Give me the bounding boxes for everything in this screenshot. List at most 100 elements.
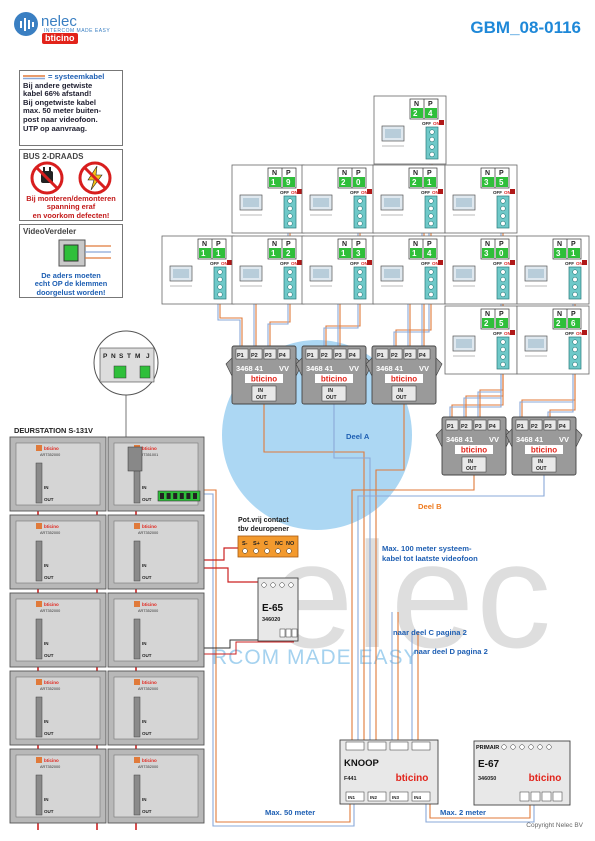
- verdeler-note: VideoVerdeler De aders moeten echt OP de…: [19, 224, 123, 298]
- bus-warning-line: en voorkom defecten!: [32, 210, 110, 220]
- module-connector: [35, 540, 43, 582]
- address-n-dip: [410, 177, 422, 187]
- module-brand: bticino: [44, 524, 59, 529]
- address-p-value: 0: [356, 178, 361, 187]
- on-label: ON: [504, 190, 511, 195]
- module-in-label: IN: [44, 641, 49, 646]
- address-p-value: 9: [286, 178, 291, 187]
- potvrij-line1: Pot.vrij contact: [238, 517, 289, 524]
- system-cable: [357, 475, 545, 740]
- screen-glass: [243, 198, 259, 207]
- off-label: OFF: [565, 261, 574, 266]
- distributor-port-label: P2: [531, 424, 538, 430]
- verdeler-warning-line: De aders moeten: [41, 271, 101, 280]
- address-n-value: 3: [484, 178, 489, 187]
- module-out-label: OUT: [44, 809, 54, 814]
- terminal-block: [496, 266, 510, 300]
- system-cable: [547, 372, 574, 420]
- address-p-dip: [568, 318, 580, 328]
- module-in-label: IN: [142, 641, 147, 646]
- terminal-screw: [428, 284, 434, 290]
- module-out-label: OUT: [142, 809, 152, 814]
- address-p-label: P: [499, 170, 504, 177]
- address-p-dip: [496, 248, 508, 258]
- distributor-port-label: P2: [391, 353, 398, 359]
- termination-switch: [510, 330, 515, 335]
- distributor-port: [515, 419, 529, 431]
- distributor-port: [319, 348, 333, 360]
- termination-switch: [582, 330, 587, 335]
- address-n-value: 3: [556, 249, 561, 258]
- distributor-out-label: OUT: [326, 395, 337, 401]
- module-code: ART352000: [138, 687, 158, 691]
- terminal-pin: [193, 493, 197, 499]
- e67-terminal: [519, 744, 525, 750]
- terminal-screw: [572, 269, 578, 275]
- relay-terminal-label: C: [264, 541, 268, 547]
- termination-switch: [438, 260, 443, 265]
- distributor-in-label: IN: [398, 388, 403, 394]
- terminal-screw: [357, 198, 363, 204]
- max2-label: Max. 2 meter: [440, 808, 487, 817]
- module-connector: [133, 618, 141, 660]
- module-brand: bticino: [142, 758, 157, 763]
- terminal-screw: [287, 205, 293, 212]
- terminal-screw: [287, 284, 293, 290]
- relay-terminal-label: S+: [253, 541, 260, 547]
- terminal-screw: [428, 213, 434, 219]
- terminal-screw: [500, 205, 506, 212]
- distributor-port-label: P2: [321, 353, 328, 359]
- address-p-label: P: [571, 311, 576, 318]
- brand-plate: [315, 374, 353, 383]
- systeemkabel-line: kabel 66% afstand!: [23, 89, 92, 99]
- distributor-vv: VV: [279, 364, 289, 373]
- distributor-port: [347, 348, 361, 360]
- module-code: ART351001: [138, 453, 158, 457]
- termination-switch: [582, 260, 587, 265]
- terminal-screw: [357, 220, 363, 227]
- address-p-dip: [213, 248, 225, 258]
- knoop-output: [367, 741, 387, 751]
- distributor-port: [305, 348, 319, 360]
- address-p-label: P: [356, 170, 361, 177]
- distributor-io: [391, 385, 417, 402]
- address-n-label: N: [413, 170, 418, 177]
- distributor-port-label: P1: [307, 353, 314, 359]
- e67-output: [541, 791, 552, 802]
- termination-switch: [439, 120, 444, 125]
- address-n-value: 1: [201, 249, 206, 258]
- terminal-screw: [500, 276, 506, 283]
- terminal-screw: [572, 276, 578, 283]
- address-n-label: N: [485, 170, 490, 177]
- address-n-dip: [554, 318, 566, 328]
- on-label: ON: [433, 121, 440, 126]
- power-wire: [200, 641, 294, 655]
- address-p-value: 2: [286, 249, 291, 258]
- distributor-port-label: P3: [545, 424, 552, 430]
- e65-code: 346020: [262, 617, 280, 623]
- distributor-port-label: P3: [475, 424, 482, 430]
- deurstation-title: DEURSTATION S-131V: [14, 426, 93, 435]
- e67-terminal: [546, 744, 552, 750]
- e65-name: E-65: [262, 603, 284, 614]
- distributor-port: [487, 419, 501, 431]
- address-p-dip: [283, 248, 295, 258]
- on-label: ON: [504, 261, 511, 266]
- knoop-input: [389, 791, 409, 802]
- e65-power-supply: E-65 346020: [257, 577, 299, 642]
- distributor-port-label: P4: [349, 353, 357, 359]
- e67-output: [519, 791, 530, 802]
- brand-mark: [134, 523, 140, 529]
- distributor-brand: bticino: [391, 375, 417, 384]
- module-face: [15, 754, 101, 818]
- screen-glass: [313, 198, 329, 207]
- system-cable: [393, 302, 430, 349]
- address-p-value: 1: [216, 249, 221, 258]
- screen-glass: [456, 269, 472, 278]
- system-cable: [395, 302, 432, 349]
